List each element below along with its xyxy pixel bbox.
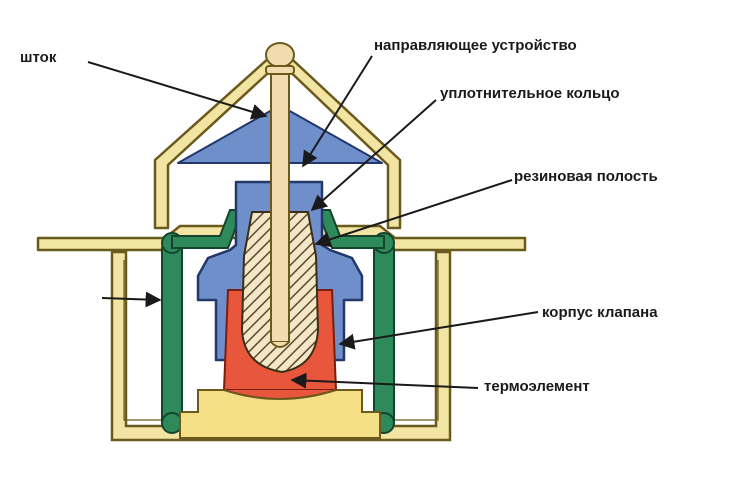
rod xyxy=(265,42,295,348)
label-guide: направляющее устройство xyxy=(374,37,577,54)
label-shtok: шток xyxy=(20,49,57,66)
label-valve-body: корпус клапана xyxy=(542,304,658,321)
leader-thermo xyxy=(290,372,479,389)
leader-rubber xyxy=(314,179,513,248)
base-block xyxy=(179,389,381,439)
leader-valve-body xyxy=(338,311,539,350)
leader-seal xyxy=(310,99,437,212)
label-rubber-cavity: резиновая полость xyxy=(514,168,658,185)
leader-spring xyxy=(101,291,162,308)
leader-shtok xyxy=(87,61,268,120)
label-thermo-element: термоэлемент xyxy=(484,378,590,395)
label-seal-ring: уплотнительное кольцо xyxy=(440,85,620,102)
leader-guide xyxy=(302,55,373,168)
upper-bridge xyxy=(153,46,402,230)
leader-lines xyxy=(87,55,539,389)
spring-left xyxy=(161,232,183,434)
spring-right xyxy=(373,232,395,434)
